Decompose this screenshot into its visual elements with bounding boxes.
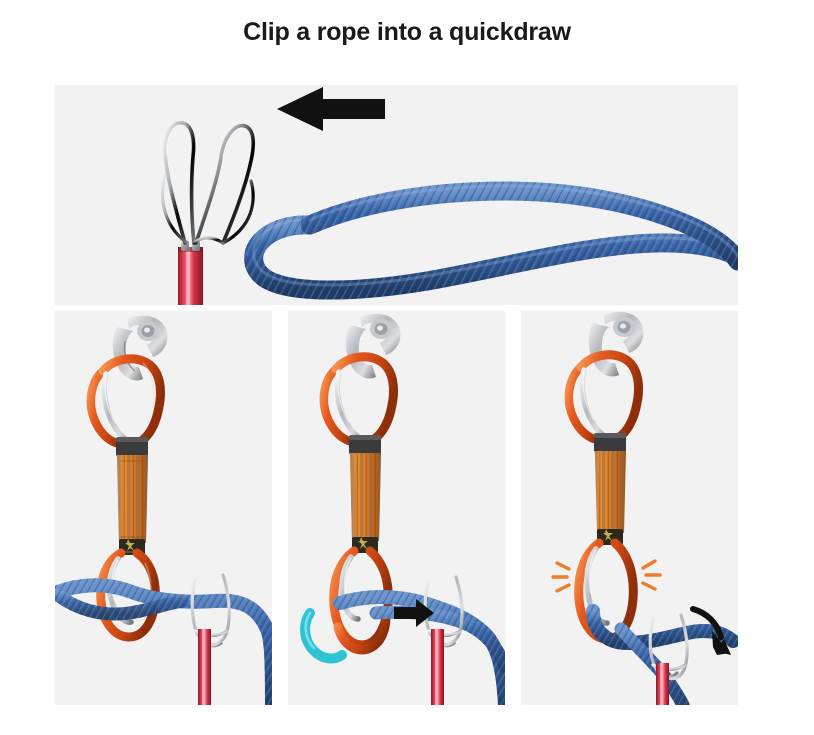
direction-arrow-left	[277, 87, 385, 131]
step-1-panel	[55, 311, 272, 705]
rope-loop-top	[244, 181, 738, 300]
clip-stick-and-rope-panel	[55, 85, 738, 305]
wire-highlight-top	[166, 125, 245, 158]
dogbone-sling-2	[349, 435, 381, 553]
page-title: Clip a rope into a quickdraw	[243, 18, 571, 46]
gate-highlight-teal	[300, 608, 347, 664]
panel-1-illustration	[55, 315, 272, 705]
clip-stick-wire-fork-top	[160, 121, 256, 245]
clip-stick-pole-top	[178, 247, 203, 305]
dogbone-sling-1	[116, 437, 148, 555]
step-2-panel	[288, 311, 505, 705]
panel-2-illustration	[300, 313, 505, 705]
direction-arrow-curved	[690, 606, 731, 655]
bolt-hanger-3	[588, 311, 644, 377]
clip-stick-pole-2	[431, 629, 444, 705]
clip-stick-pole-3	[656, 663, 669, 705]
gate-snap-sparks	[551, 559, 662, 593]
step-3-panel	[521, 311, 738, 705]
direction-arrow-right	[394, 599, 434, 627]
bolt-hanger-1	[112, 315, 168, 381]
panel-top-illustration	[160, 87, 738, 305]
bolt-hanger-2	[345, 313, 401, 379]
rope-1	[55, 578, 272, 705]
panel-3-illustration	[551, 311, 738, 705]
clip-stick-pole-1	[198, 629, 211, 705]
dogbone-sling-3	[594, 433, 626, 545]
